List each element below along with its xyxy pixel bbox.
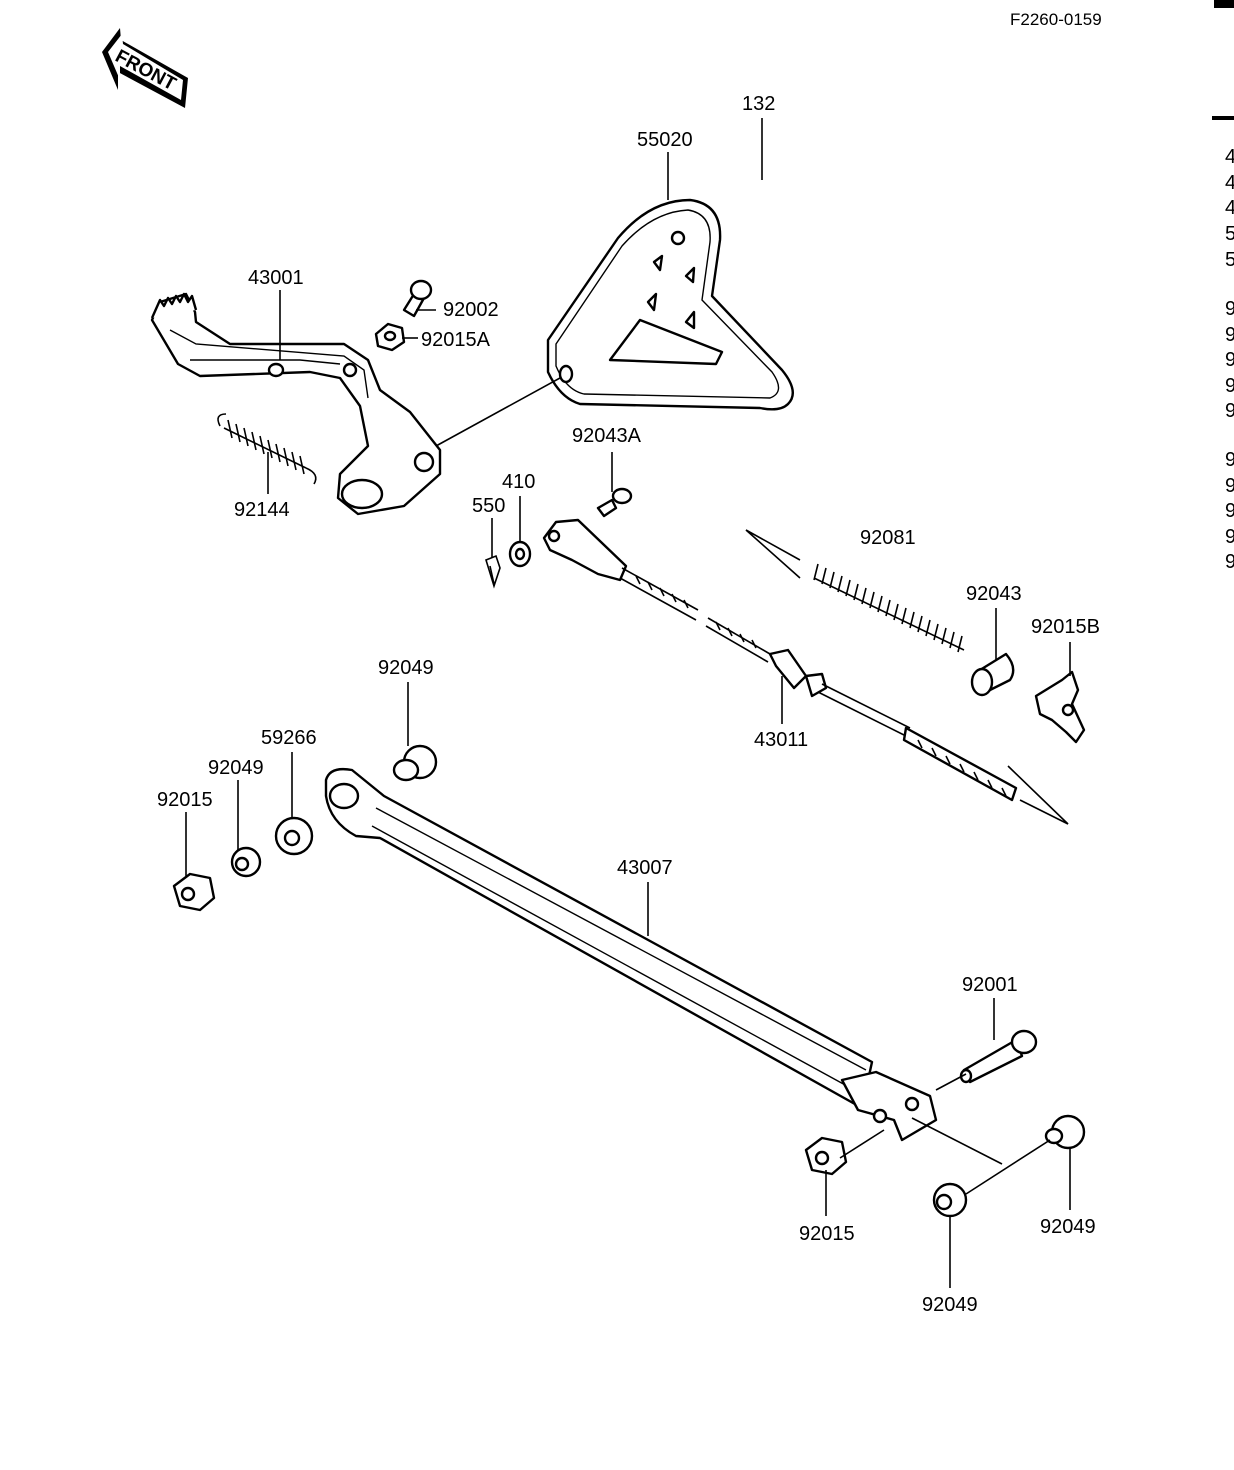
label-55020: 55020 (637, 129, 693, 151)
grommet-92049-top (392, 744, 438, 782)
label-92049-top: 92049 (378, 657, 434, 679)
nut-92015A (374, 322, 406, 352)
edge-glyph: 9 (1225, 551, 1234, 573)
label-132: 132 (742, 93, 775, 115)
label-43001: 43001 (248, 267, 304, 289)
label-92015-bottom: 92015 (799, 1223, 855, 1245)
spring-92144 (217, 413, 317, 485)
label-59266: 59266 (261, 727, 317, 749)
front-arrow-icon: FRONT (102, 28, 188, 108)
label-92015B: 92015B (1031, 616, 1100, 638)
label-92015-left: 92015 (157, 789, 213, 811)
edge-glyph: 9 (1225, 500, 1234, 522)
right-edge-glyphs: 4 4 4 5 5 9 9 9 9 9 9 9 9 9 9 (1225, 146, 1234, 573)
edge-glyph: 9 (1225, 324, 1234, 346)
label-92001: 92001 (962, 974, 1018, 996)
spring-92081 (813, 563, 965, 653)
wing-nut-92015B (1034, 670, 1086, 744)
leader-lines (185, 118, 1071, 1288)
label-92144: 92144 (234, 499, 290, 521)
edge-glyph: 4 (1225, 172, 1234, 194)
label-92043A: 92043A (572, 425, 642, 447)
edge-glyph: 5 (1225, 249, 1234, 271)
edge-glyph: 4 (1225, 197, 1234, 219)
label-92002: 92002 (443, 299, 499, 321)
edge-mark-top (1214, 0, 1234, 8)
pin-92043A (596, 487, 633, 518)
label-92043: 92043 (966, 583, 1022, 605)
part-labels: 132 55020 43001 92002 92015A 92144 92043… (157, 93, 1100, 1316)
nut-92015-left (172, 872, 216, 912)
edge-glyph: 9 (1225, 375, 1234, 397)
label-92049-right: 92049 (1040, 1216, 1096, 1238)
edge-glyph: 4 (1225, 146, 1234, 168)
brake-rod-43011 (542, 518, 1018, 802)
drawing-code: F2260-0159 (1010, 10, 1102, 29)
nut-92015-bottom (804, 1136, 848, 1176)
edge-glyph: 9 (1225, 449, 1234, 471)
cotter-pin-550 (485, 554, 501, 589)
label-92049-left: 92049 (208, 757, 264, 779)
edge-glyph: 5 (1225, 223, 1234, 245)
brake-pedal-43001 (150, 292, 442, 516)
label-43011: 43011 (754, 729, 808, 751)
edge-mark-bar (1212, 116, 1234, 120)
bolt-92002 (402, 279, 433, 318)
label-43007: 43007 (617, 857, 673, 879)
rubber-59266 (274, 816, 314, 856)
washer-410 (508, 540, 532, 568)
edge-glyph: 9 (1225, 400, 1234, 422)
bolt-92001 (959, 1029, 1038, 1084)
grommet-92049-right (1044, 1114, 1086, 1150)
bracket-55020 (546, 198, 794, 411)
edge-glyph: 9 (1225, 298, 1234, 320)
grommet-92049-bottom (932, 1182, 968, 1218)
torque-rod-43007 (324, 767, 938, 1142)
grommet-92049-left (230, 846, 262, 878)
label-92015A: 92015A (421, 329, 491, 351)
label-92081: 92081 (860, 527, 916, 549)
collar-92043 (970, 652, 1015, 697)
label-550: 550 (472, 495, 505, 517)
edge-glyph: 9 (1225, 475, 1234, 497)
edge-glyph: 9 (1225, 526, 1234, 548)
edge-glyph: 9 (1225, 349, 1234, 371)
label-410: 410 (502, 471, 535, 493)
label-92049-bottom: 92049 (922, 1294, 978, 1316)
